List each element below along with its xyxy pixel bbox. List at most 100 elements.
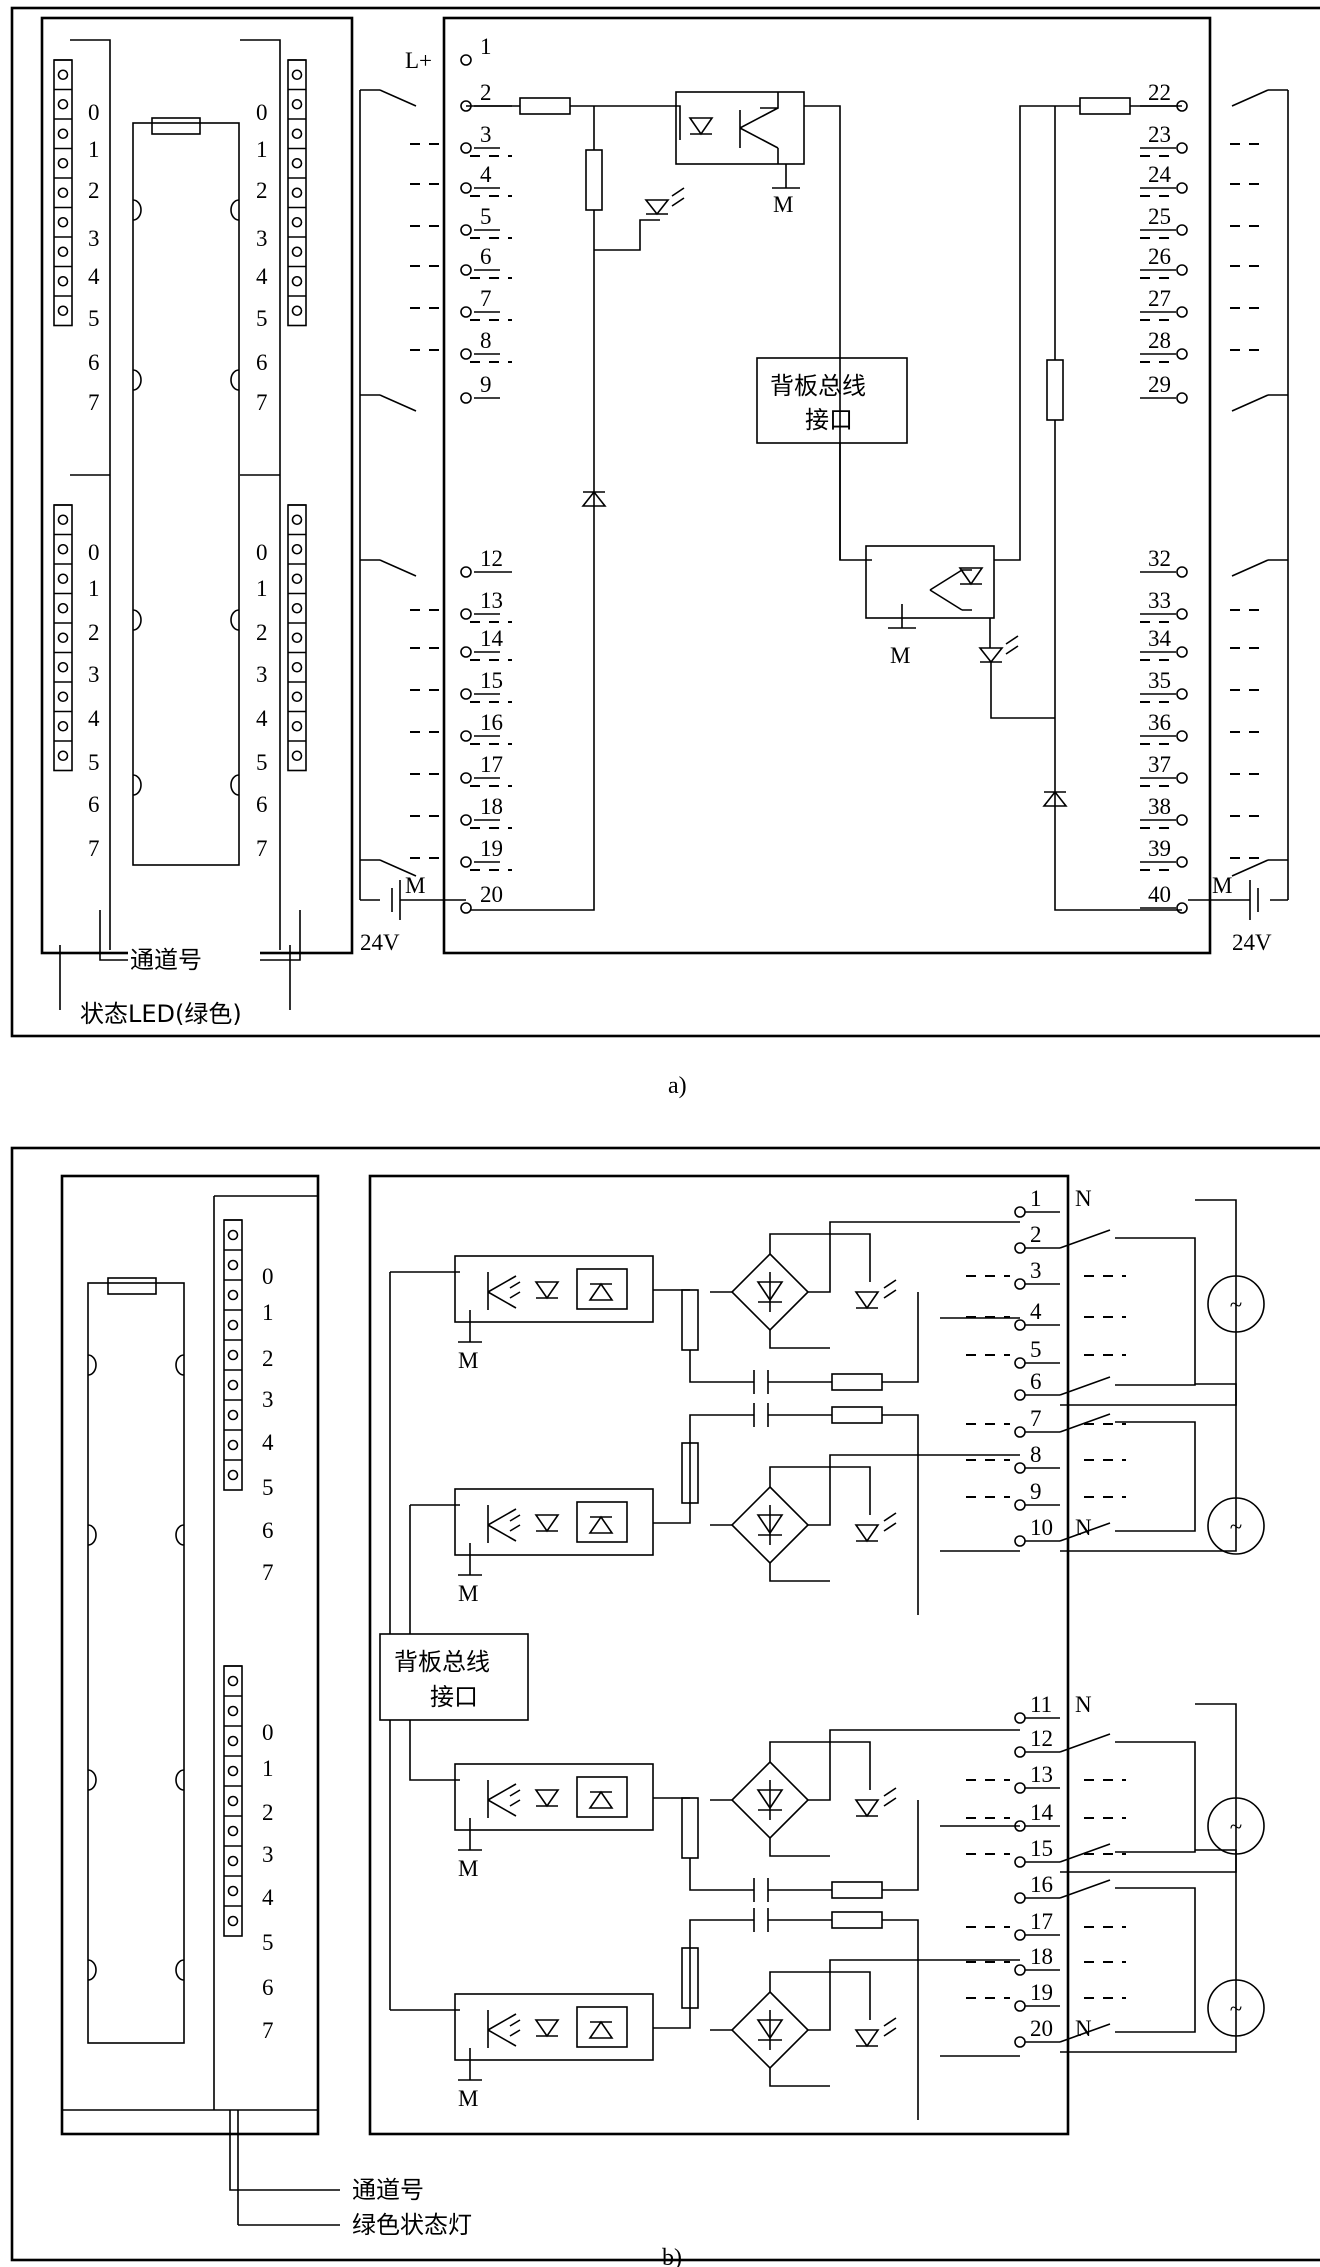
channel-digit-b: 3 — [262, 1387, 274, 1412]
terminal-screw — [460, 730, 472, 742]
led-indicator — [291, 305, 303, 317]
terminal-screw — [460, 772, 472, 784]
status-led-strip-b — [223, 1219, 243, 1937]
terminal-number-a: 39 — [1148, 836, 1171, 861]
neutral-label-b: N — [1075, 2016, 1092, 2041]
channel-digit-a: 2 — [88, 178, 100, 203]
channel-digit-a: 1 — [88, 576, 100, 601]
led-indicator — [291, 187, 303, 199]
channel-digit-a: 0 — [88, 100, 100, 125]
ac-symbol: ~ — [1230, 1292, 1242, 1317]
terminal-screw — [460, 814, 472, 826]
terminal-screw — [460, 224, 472, 236]
terminal-screw — [1014, 1712, 1026, 1724]
led-indicator — [291, 632, 303, 644]
channel-digit-b: 5 — [262, 1930, 274, 1955]
led-indicator — [227, 1915, 239, 1927]
terminal-number-a: 28 — [1148, 328, 1171, 353]
terminal-screw — [1014, 1535, 1026, 1547]
channel-digit-a: 7 — [256, 390, 268, 415]
led-indicator — [57, 720, 69, 732]
led-indicator — [291, 128, 303, 140]
terminal-screw — [460, 306, 472, 318]
terminal-screw — [1014, 1462, 1026, 1474]
terminal-screw — [1176, 608, 1188, 620]
channel-digit-b: 6 — [262, 1975, 274, 2000]
led-strip-a-left-top — [53, 59, 73, 327]
led-indicator — [291, 98, 303, 110]
terminal-screw — [1176, 142, 1188, 154]
terminal-screw — [1014, 1892, 1026, 1904]
channel-digit-a: 6 — [88, 792, 100, 817]
figure-b-frame — [10, 1146, 1320, 2262]
terminal-number-a: 12 — [480, 546, 503, 571]
terminal-number-b: 19 — [1030, 1980, 1053, 2005]
led-indicator — [57, 275, 69, 287]
ac-load-b: ~ — [1059, 1849, 1265, 2053]
ac-source-icon — [1207, 1497, 1265, 1555]
channel-digit-b: 4 — [262, 1885, 274, 1910]
led-indicator — [291, 275, 303, 287]
channel-digit-a: 1 — [256, 576, 268, 601]
terminal-number-b: 17 — [1030, 1909, 1053, 1934]
channel-digit-a: 5 — [256, 750, 268, 775]
channel-digit-a: 5 — [88, 750, 100, 775]
terminal-screw — [460, 608, 472, 620]
terminal-screw — [460, 646, 472, 658]
led-indicator — [227, 1469, 239, 1481]
terminal-screw — [1014, 1782, 1026, 1794]
terminal-number-a: 13 — [480, 588, 503, 613]
terminal-number-a: 18 — [480, 794, 503, 819]
terminal-screw — [460, 264, 472, 276]
ground-label-right-a: M — [1212, 873, 1232, 898]
led-indicator — [57, 543, 69, 555]
terminal-number-a: 26 — [1148, 244, 1171, 269]
terminal-screw — [460, 142, 472, 154]
led-indicator — [291, 661, 303, 673]
terminal-screw — [1176, 772, 1188, 784]
terminal-screw — [1014, 1964, 1026, 1976]
terminal-screw — [1176, 306, 1188, 318]
terminal-number-a: 27 — [1148, 286, 1171, 311]
channel-digit-b: 5 — [262, 1475, 274, 1500]
led-indicator — [227, 1855, 239, 1867]
terminal-number-a: 6 — [480, 244, 492, 269]
ground-label-a1: M — [773, 192, 793, 217]
led-indicator — [227, 1439, 239, 1451]
led-strip-a-left-bottom — [53, 504, 73, 772]
caption-a: a) — [668, 1073, 687, 1099]
led-indicator — [291, 216, 303, 228]
terminal-screw — [1014, 1856, 1026, 1868]
terminal-number-a: 14 — [480, 626, 504, 651]
terminal-screw — [1014, 1426, 1026, 1438]
status-led-strips-a — [53, 59, 307, 772]
led-indicator — [291, 720, 303, 732]
terminal-number-b: 13 — [1030, 1762, 1053, 1787]
led-strip-a-right-top — [287, 59, 307, 327]
led-strip-b-top — [223, 1219, 243, 1491]
channel-digit-a: 7 — [88, 836, 100, 861]
terminal-screw — [460, 688, 472, 700]
terminal-number-b: 4 — [1030, 1299, 1042, 1324]
terminal-screw — [460, 54, 472, 66]
terminal-screw — [460, 348, 472, 360]
led-indicator — [57, 691, 69, 703]
led-indicator — [57, 187, 69, 199]
terminal-screw — [1176, 646, 1188, 658]
channel-digit-a: 1 — [88, 137, 100, 162]
terminal-screw — [460, 566, 472, 578]
terminal-number-b: 10 — [1030, 1515, 1053, 1540]
led-indicator — [57, 305, 69, 317]
terminal-number-a: 1 — [480, 34, 492, 59]
ac-source-icon — [1207, 1275, 1265, 1333]
terminal-screw — [1014, 1278, 1026, 1290]
ac-load-b: ~ — [1059, 1199, 1265, 1406]
led-indicator — [227, 1229, 239, 1241]
led-indicator — [227, 1349, 239, 1361]
output-channel-b: M — [454, 1403, 1020, 1615]
channel-number-label-b: 通道号 — [352, 2176, 424, 2204]
led-indicator — [57, 602, 69, 614]
